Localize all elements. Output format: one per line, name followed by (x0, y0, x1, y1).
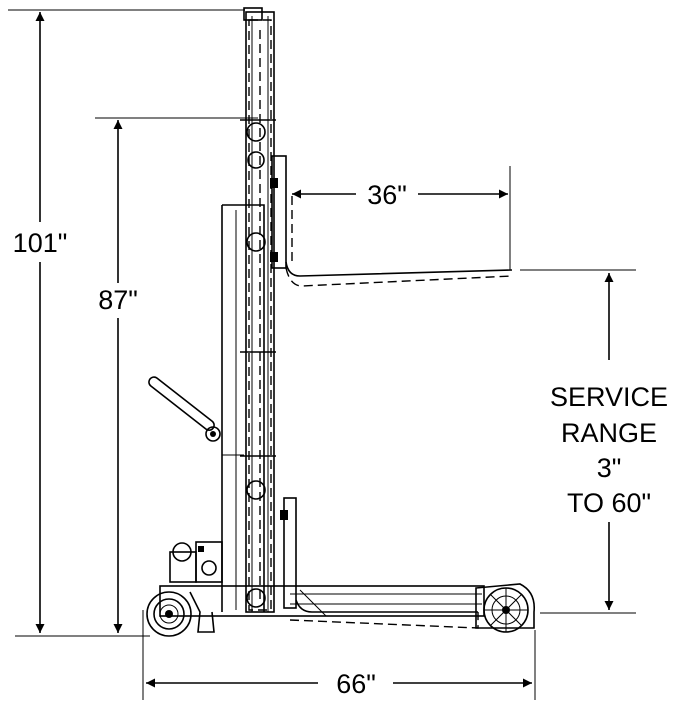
lower-fork-blade (295, 599, 478, 613)
range-label-line-4: TO 60" (567, 488, 651, 518)
tiller-pivot-pin (210, 431, 216, 437)
chassis-hidden-edge (289, 612, 479, 629)
motor-terminal (198, 546, 204, 552)
rear-column (221, 204, 265, 612)
mast-roller-3 (246, 232, 266, 252)
rear-wheel-axle (165, 610, 173, 618)
range-label-line-1: SERVICE (550, 382, 668, 412)
rear-wheel-rim (153, 598, 185, 630)
lower-fork (280, 497, 478, 613)
mast-outer-channel (245, 11, 275, 613)
upper-fork (270, 155, 513, 287)
tiller-bar (148, 376, 215, 431)
range-label-line-2: RANGE (561, 418, 657, 448)
mast-roller-1 (246, 122, 266, 142)
dim-label-36: 36" (367, 180, 407, 210)
upper-fork-blade-bottom (285, 267, 513, 287)
pump-assembly (169, 541, 223, 583)
dimension-service-range: SERVICE RANGE 3" TO 60" (520, 269, 668, 614)
dimension-66: 66" (142, 610, 536, 700)
upper-fork-blade-top (285, 261, 513, 277)
lower-carriage-plate (283, 497, 297, 609)
motor-body (195, 541, 223, 583)
mast-roller-2 (247, 151, 265, 169)
rear-column-top (222, 204, 265, 612)
tiller-pivot (205, 426, 221, 442)
motor-pulley (201, 560, 217, 576)
chassis (159, 585, 485, 629)
chassis-brace (299, 589, 327, 617)
front-wheel-axle (502, 606, 510, 614)
upper-carriage-lug-2 (270, 252, 278, 262)
chassis-frame (159, 585, 485, 617)
range-label-line-3: 3" (597, 453, 622, 483)
lift-machine (146, 7, 536, 637)
dimension-87: 87" (95, 117, 258, 633)
dimension-101: 101" (8, 9, 245, 633)
rear-wheel-hub-ring (159, 604, 179, 624)
mast (240, 7, 276, 613)
pump-cap (172, 542, 192, 562)
mast-roller-4 (246, 480, 266, 500)
dim-label-87: 87" (98, 285, 138, 315)
rear-wheel (146, 591, 215, 637)
rear-wheel-tire (146, 591, 192, 637)
upper-carriage-plate (271, 155, 287, 269)
upper-carriage-lug-1 (270, 178, 278, 188)
dimension-36: 36" (292, 166, 511, 270)
lower-carriage-lug (280, 510, 288, 520)
dim-label-66: 66" (336, 669, 376, 699)
dim-label-101: 101" (13, 228, 68, 258)
tiller-handle (148, 376, 221, 442)
mast-inner-channel (248, 19, 272, 611)
front-wheel (475, 583, 536, 633)
rear-wheel-fork-and-brake (189, 591, 215, 633)
mast-top-cap (243, 7, 263, 21)
front-wheel-housing (475, 583, 536, 629)
mast-roller-5 (246, 588, 266, 608)
